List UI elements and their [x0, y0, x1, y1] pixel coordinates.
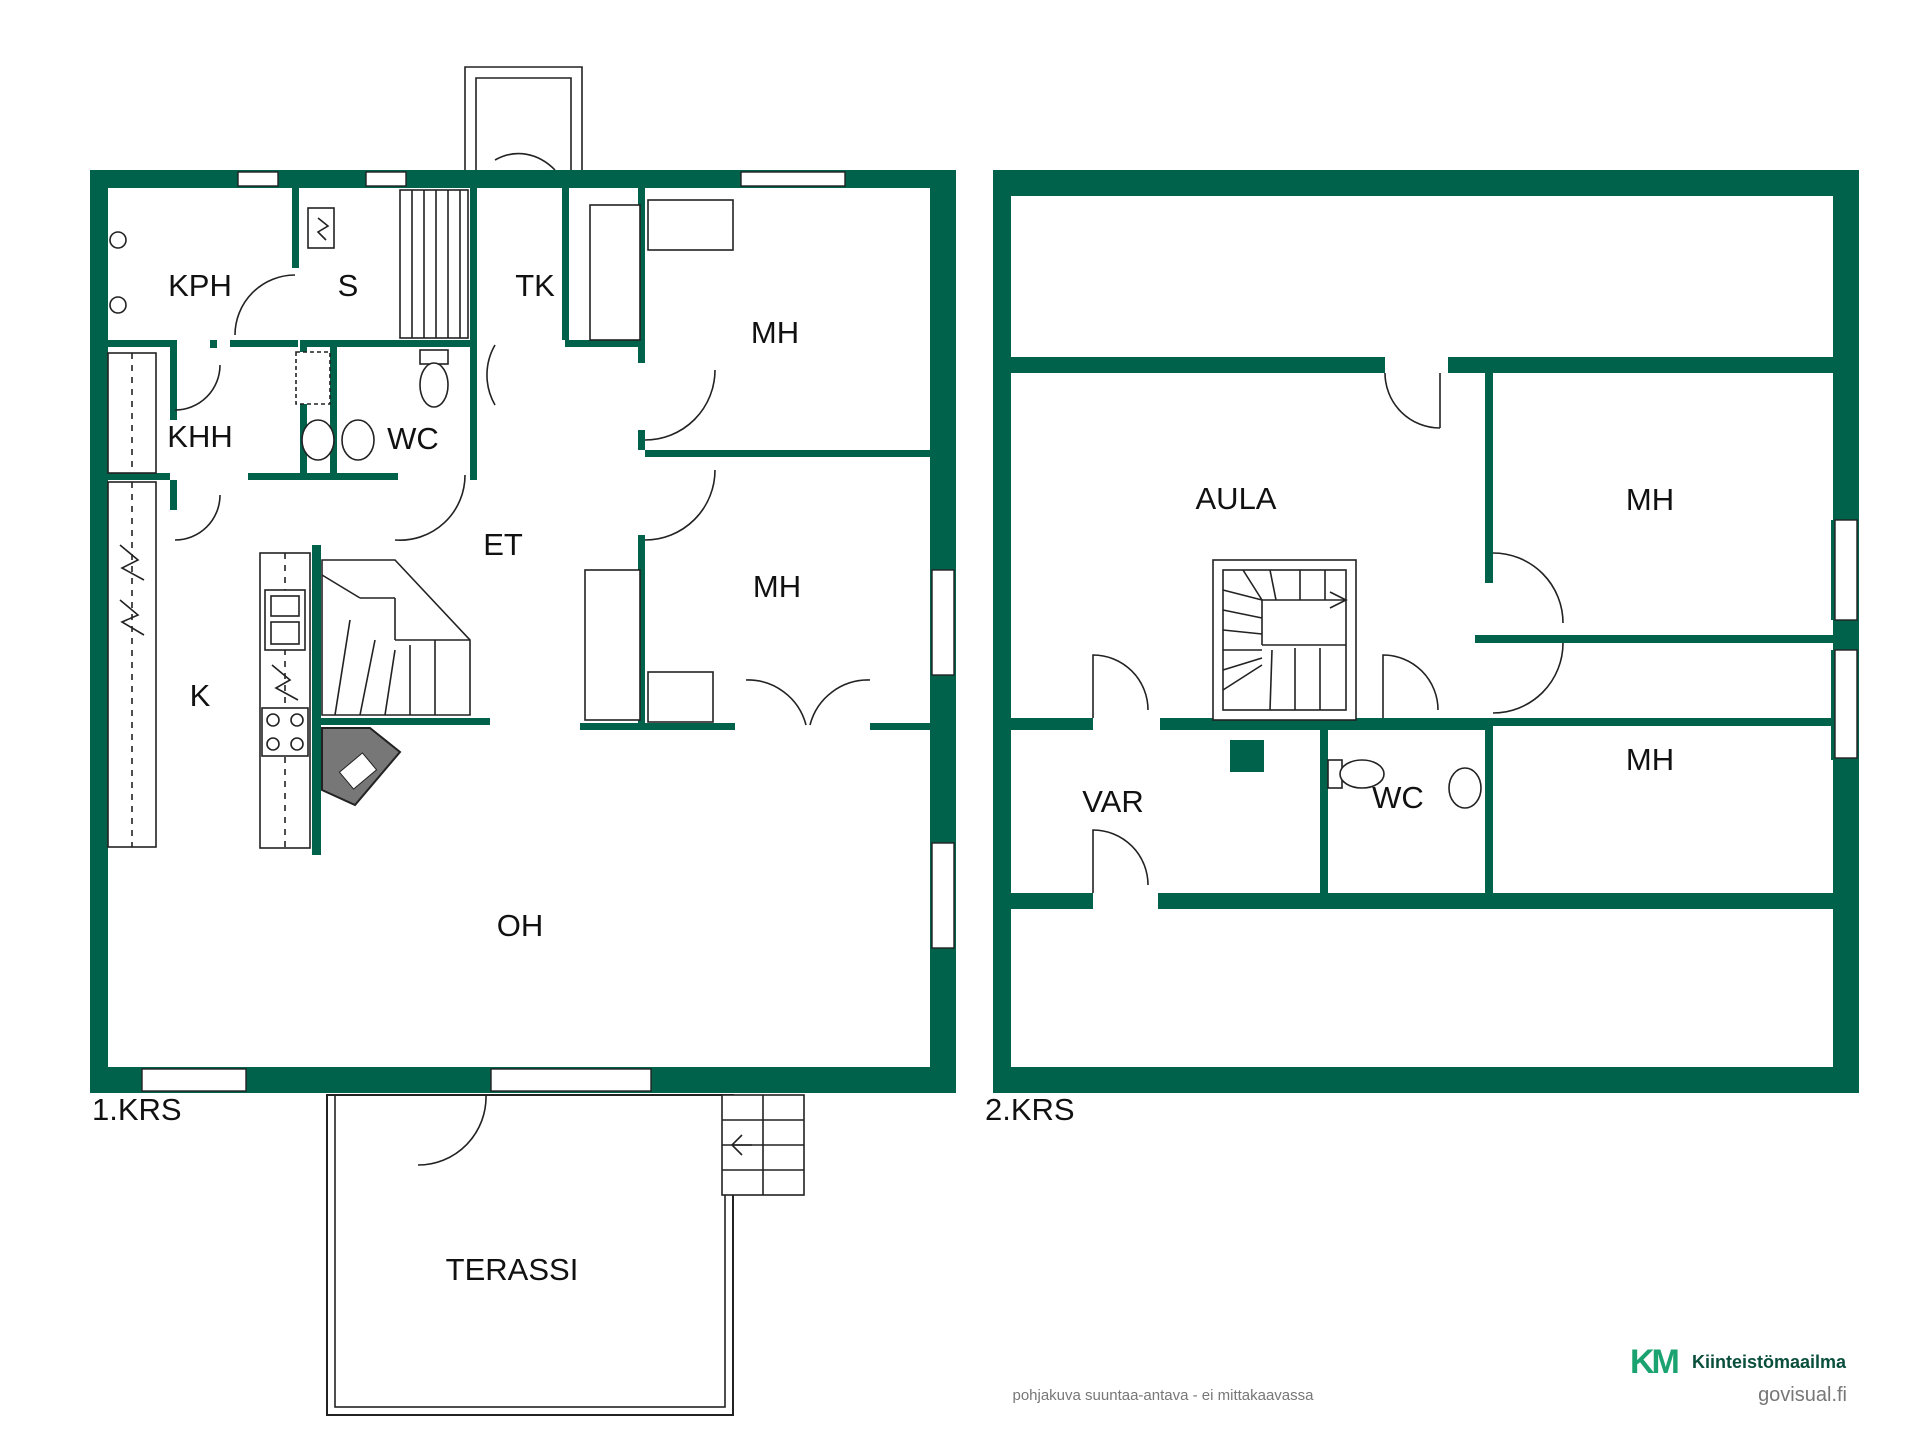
room-label-k: K	[190, 678, 211, 713]
room-label-wc-2: WC	[1372, 780, 1424, 815]
floor-2-doors	[1092, 372, 1564, 893]
room-label-mh-2: MH	[753, 569, 801, 604]
room-label-aula: AULA	[1196, 481, 1277, 516]
footer-credit: govisual.fi	[1758, 1384, 1847, 1406]
room-label-kph: KPH	[168, 268, 232, 303]
room-labels-floor-2: AULA MH MH VAR WC	[1082, 481, 1674, 819]
terrace-steps	[721, 1094, 805, 1196]
floor-1-windows	[141, 171, 955, 1092]
room-label-mh-3: MH	[1626, 482, 1674, 517]
sink-icon	[264, 419, 375, 651]
toilet-icon	[295, 349, 449, 408]
floor-1-staircase	[321, 189, 471, 716]
footer-disclaimer: pohjakuva suuntaa-antava - ei mittakaava…	[1012, 1387, 1314, 1404]
room-label-khh: KHH	[167, 419, 232, 454]
terrace-outline	[326, 1094, 734, 1416]
sink-icon	[1448, 767, 1482, 809]
floor-label-2: 2.KRS	[985, 1092, 1075, 1127]
floor-label-1: 1.KRS	[92, 1092, 182, 1127]
floor-1-plan	[90, 66, 956, 1416]
stove-icon	[261, 707, 309, 757]
room-label-mh-1: MH	[751, 315, 799, 350]
room-label-terassi: TERASSI	[446, 1252, 579, 1287]
room-label-var: VAR	[1082, 784, 1143, 819]
shower-icon	[109, 231, 127, 314]
room-label-s: S	[338, 268, 359, 303]
logo-mark: KM	[1630, 1343, 1679, 1381]
chimney	[1230, 740, 1264, 772]
floor-2-windows	[1834, 519, 1858, 759]
room-labels-floor-1: KPH S TK MH KHH WC ET MH K OH TERASSI	[167, 268, 801, 1287]
floor-1-walls	[90, 170, 956, 1093]
room-label-oh: OH	[497, 908, 544, 943]
room-label-wc-1: WC	[387, 421, 439, 456]
electric-panel-icon	[119, 207, 335, 701]
floor-2-plan	[993, 170, 1859, 1093]
room-label-tk: TK	[515, 268, 555, 303]
toilet-icon	[1327, 759, 1385, 789]
logo-name: Kiinteistömaailma	[1692, 1352, 1847, 1372]
staircase-icon	[1212, 559, 1357, 721]
floor-1-doors	[174, 152, 871, 1166]
kiinteistomaailma-logo: KM Kiinteistömaailma	[1630, 1343, 1847, 1381]
room-label-mh-4: MH	[1626, 742, 1674, 777]
room-label-et: ET	[483, 527, 523, 562]
floor-2-walls	[993, 170, 1859, 1093]
